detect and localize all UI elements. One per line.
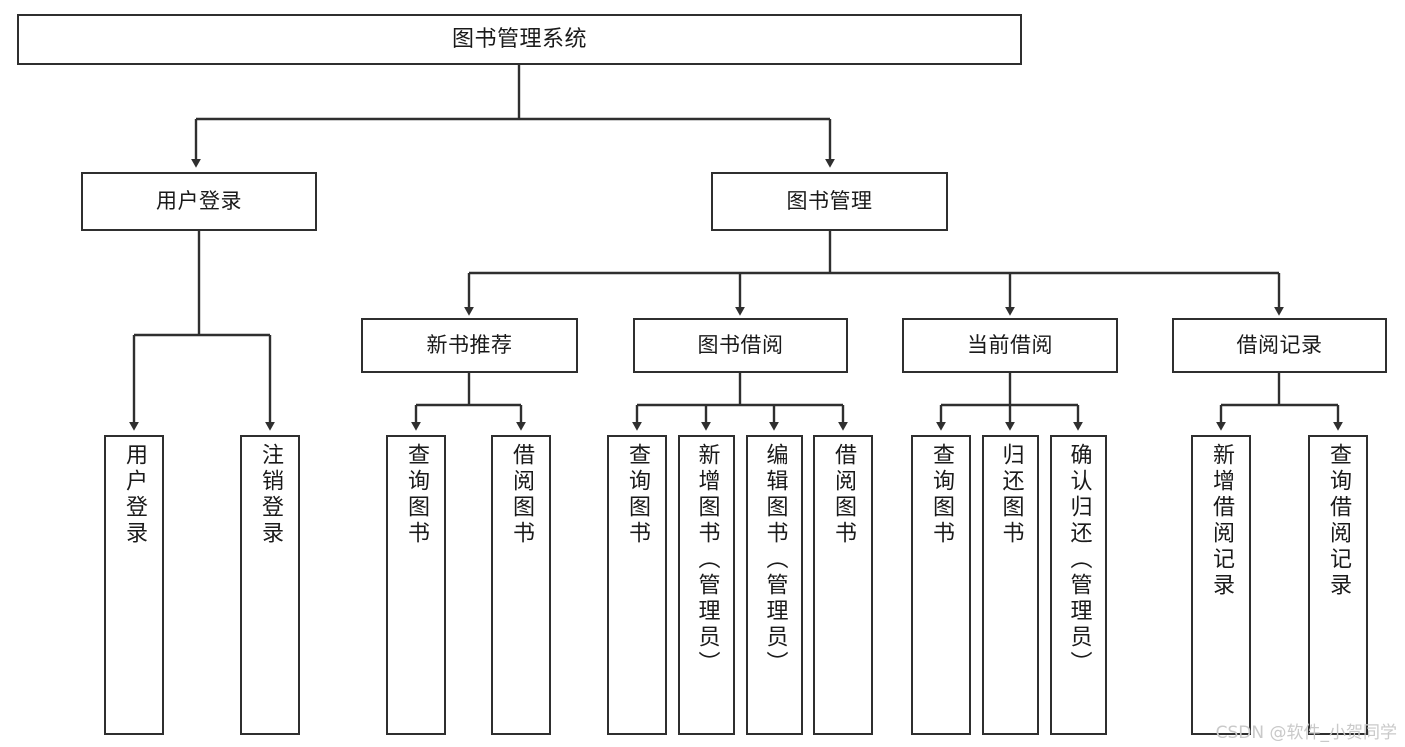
leaf-cb-query-book[interactable]: 查询图书 [911,435,971,735]
node-current-borrow[interactable]: 当前借阅 [902,318,1118,373]
leaf-bb-edit-book-label: 编辑图书（管理员） [762,443,788,677]
leaf-bb-add-book[interactable]: 新增图书（管理员） [678,435,735,735]
leaf-bb-edit-book[interactable]: 编辑图书（管理员） [746,435,803,735]
leaf-cb-confirm-return-label: 确认归还（管理员） [1066,443,1092,677]
leaf-nb-borrow-book-label: 借阅图书 [509,443,534,547]
leaf-cb-confirm-return[interactable]: 确认归还（管理员） [1050,435,1107,735]
node-root[interactable]: 图书管理系统 [17,14,1022,65]
node-book-borrow-label: 图书借阅 [697,333,784,358]
leaf-br-query-record[interactable]: 查询借阅记录 [1308,435,1368,735]
leaf-bb-add-book-label: 新增图书（管理员） [694,443,720,677]
leaf-br-query-record-label: 查询借阅记录 [1326,443,1351,599]
leaf-cb-return-book[interactable]: 归还图书 [982,435,1039,735]
node-borrow-record-label: 借阅记录 [1236,333,1323,358]
node-borrow-record[interactable]: 借阅记录 [1172,318,1387,373]
node-new-book-recommend[interactable]: 新书推荐 [361,318,578,373]
leaf-cb-return-book-label: 归还图书 [998,443,1024,547]
leaf-br-add-record[interactable]: 新增借阅记录 [1191,435,1251,735]
leaf-bb-borrow-book-label: 借阅图书 [831,443,856,547]
leaf-bb-query-book[interactable]: 查询图书 [607,435,667,735]
leaf-br-add-record-label: 新增借阅记录 [1209,443,1234,599]
node-user-login-label: 用户登录 [156,189,242,214]
node-root-label: 图书管理系统 [451,26,587,52]
leaf-cb-query-book-label: 查询图书 [929,443,954,547]
node-user-login[interactable]: 用户登录 [81,172,317,231]
leaf-nb-query-book[interactable]: 查询图书 [386,435,446,735]
node-current-borrow-label: 当前借阅 [967,333,1053,358]
node-book-borrow[interactable]: 图书借阅 [633,318,848,373]
leaf-nb-borrow-book[interactable]: 借阅图书 [491,435,551,735]
leaf-logout[interactable]: 注销登录 [240,435,300,735]
node-book-management-label: 图书管理 [786,189,873,214]
leaf-bb-borrow-book[interactable]: 借阅图书 [813,435,873,735]
leaf-logout-label: 注销登录 [258,443,283,547]
leaf-nb-query-book-label: 查询图书 [404,443,429,547]
node-book-management[interactable]: 图书管理 [711,172,948,231]
node-new-book-recommend-label: 新书推荐 [426,333,513,358]
csdn-watermark: CSDN @软件_小贺同学 [1215,723,1397,743]
leaf-bb-query-book-label: 查询图书 [625,443,650,547]
leaf-user-login-label: 用户登录 [122,443,147,547]
leaf-user-login[interactable]: 用户登录 [104,435,164,735]
